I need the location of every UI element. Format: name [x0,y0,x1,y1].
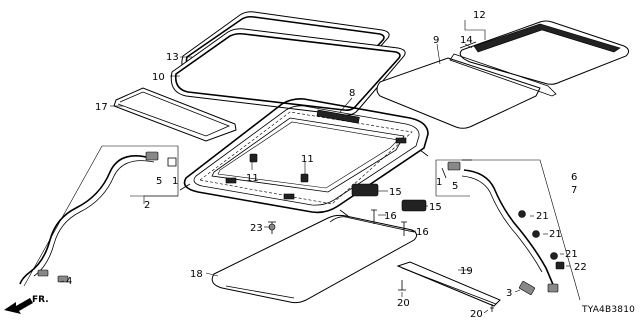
callout-3: 3 [506,288,512,299]
callout-16-lower: 16 [416,227,429,238]
callout-1-left: 1 [172,176,178,187]
callout-7: 7 [571,185,577,196]
callout-20-right: 20 [470,309,483,320]
callout-4: 4 [66,276,72,287]
glass-seal-assembly [170,11,406,116]
callout-11-right: 11 [301,154,314,165]
callout-2: 2 [144,200,150,211]
sunshade-glass-panel [376,57,541,129]
right-drain-hose [447,161,559,293]
callout-labels: 13 10 17 8 9 12 14 11 11 15 15 16 16 23 … [66,10,587,320]
callout-12: 12 [473,10,486,21]
callout-20-center: 20 [397,298,410,309]
callout-16-upper: 16 [384,211,397,222]
leader-lines [59,20,570,314]
diagram-code: TYA4B3810 [581,305,635,315]
callout-22: 22 [574,262,587,273]
callout-15-lower: 15 [429,202,442,213]
left-bracket-outline [23,145,179,287]
right-bracket-outline [435,159,581,301]
sunshade [211,214,418,304]
callout-6: 6 [571,172,577,183]
sunroof-frame [179,98,429,217]
callout-10: 10 [152,72,165,83]
callout-8: 8 [349,88,355,99]
callout-11-left: 11 [246,173,259,184]
callout-15-upper: 15 [389,187,402,198]
callout-21-middle: 21 [549,229,562,240]
callout-14: 14 [460,35,473,46]
callout-23: 23 [250,223,263,234]
roof-glass-assembly [449,20,630,97]
callout-13: 13 [166,52,179,63]
front-direction-indicator: FR. [4,295,49,314]
callout-21-lower: 21 [565,249,578,260]
callout-19: 19 [460,266,473,277]
callout-9: 9 [433,35,439,46]
left-drain-hose [19,151,159,285]
shade-rail [396,261,501,307]
callout-5-left: 5 [156,176,162,187]
front-label: FR. [32,295,49,305]
callout-1-right: 1 [436,177,442,188]
callout-5-right: 5 [452,181,458,192]
callout-17: 17 [95,102,108,113]
callout-21-upper: 21 [536,211,549,222]
callout-18: 18 [190,269,203,280]
fasteners [57,153,565,312]
